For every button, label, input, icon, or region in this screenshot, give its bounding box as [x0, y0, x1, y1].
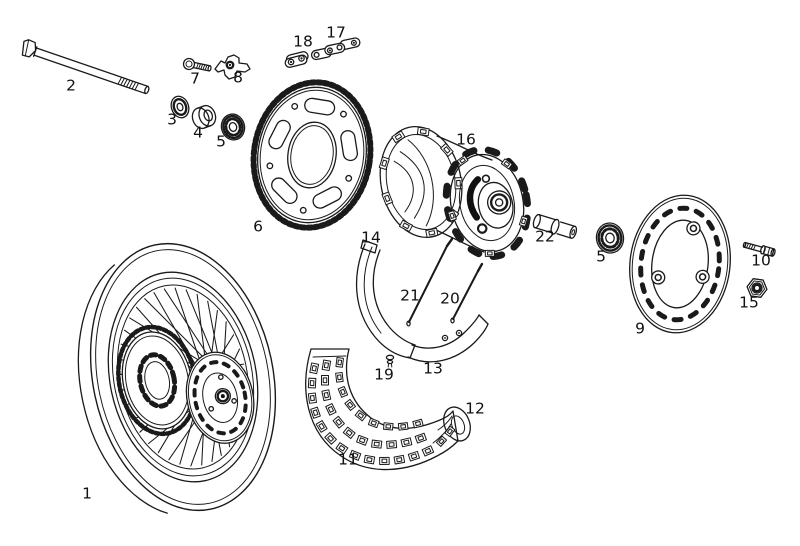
part-label-9: 9: [635, 320, 645, 338]
part-10-bolt: [742, 241, 776, 257]
part-18-chain-link: [284, 51, 309, 68]
part-label-15: 15: [739, 294, 759, 312]
part-label-12: 12: [465, 400, 485, 418]
part-15-nut: [746, 278, 768, 298]
part-label-16: 16: [456, 131, 476, 149]
part-label-18: 18: [293, 33, 313, 51]
part-2-axle: [21, 39, 150, 95]
part-22-spacer-bush: [532, 213, 578, 239]
part-3-seal: [170, 95, 190, 119]
part-label-6: 6: [253, 218, 263, 236]
part-12-tyre-section: [432, 406, 471, 447]
part-label-14: 14: [361, 229, 381, 247]
part-11-tyre-tread-section: [305, 348, 459, 471]
part-label-21: 21: [400, 287, 420, 305]
part-label-1: 1: [82, 485, 92, 503]
part-label-17: 17: [326, 24, 346, 42]
part-label-13: 13: [423, 360, 443, 378]
part-label-20: 20: [440, 290, 460, 308]
part-20-spoke-rod: [450, 262, 484, 324]
part-17-chain-links: [310, 37, 361, 61]
part-label-22: 22: [535, 228, 555, 246]
part-label-11: 11: [338, 451, 358, 469]
part-labels: 1 2 3 4 5 6 7 8 9 10 11 12 13 14 15 16 1…: [66, 24, 771, 503]
part-7-bolt: [182, 57, 212, 72]
part-5-bearing-left: [220, 113, 246, 141]
part-21-spoke-rod: [406, 237, 454, 327]
part-6-sprocket: [250, 79, 374, 231]
part-label-7: 7: [190, 70, 200, 88]
part-label-10: 10: [751, 252, 771, 270]
part-1-wheel: [77, 242, 277, 514]
part-8-chain-adjuster: [214, 54, 251, 80]
part-label-4: 4: [193, 124, 203, 142]
part-19-screw: [385, 354, 395, 368]
part-label-5b: 5: [596, 248, 606, 266]
part-4-spacer: [191, 104, 217, 130]
part-label-2: 2: [66, 77, 76, 95]
part-14-rim-band: [355, 239, 416, 359]
part-13-rim-band: [407, 314, 489, 363]
part-label-19: 19: [374, 366, 394, 384]
part-label-8: 8: [233, 69, 243, 87]
part-label-3: 3: [167, 111, 177, 129]
part-16-hub: [378, 125, 532, 260]
part-9-brake-disc: [629, 194, 731, 334]
part-label-5: 5: [216, 133, 226, 151]
